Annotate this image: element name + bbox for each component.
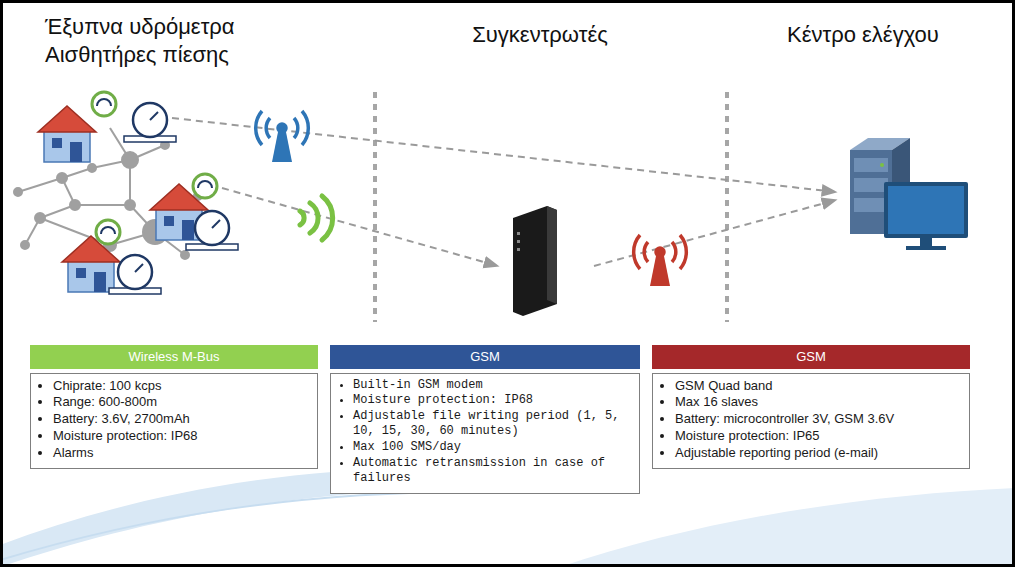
concentrator-device <box>513 206 557 316</box>
panel-header: Wireless M-Bus <box>30 345 318 369</box>
spec-list: Built-in GSM modemMoisture protection: I… <box>335 378 631 487</box>
pressure-sensor <box>92 92 116 116</box>
water-meter <box>124 103 176 142</box>
spec-item: Battery: 3.6V, 2700mAh <box>53 411 309 428</box>
divider-line <box>375 92 727 322</box>
spec-list-box: GSM Quad bandMax 16 slavesBattery: micro… <box>652 373 970 469</box>
spec-panel: GSM GSM Quad bandMax 16 slavesBattery: mi… <box>652 345 970 469</box>
pressure-sensor <box>96 220 120 244</box>
panel-header: GSM <box>652 345 970 369</box>
spec-item: Adjustable reporting period (e-mail) <box>675 445 961 462</box>
house-icon <box>38 106 96 162</box>
spec-list: GSM Quad bandMax 16 slavesBattery: micro… <box>657 378 961 462</box>
spec-item: Alarms <box>53 445 309 462</box>
spec-item: Max 16 slaves <box>675 394 961 411</box>
spec-item: Range: 600-800m <box>53 394 309 411</box>
column-heading: Έξυπνα υδρόμετρα <box>45 14 235 40</box>
spec-list: Chiprate: 100 kcpsRange: 600-800mBattery… <box>35 378 309 462</box>
spec-item: GSM Quad band <box>675 378 961 395</box>
spec-item: Moisture protection: IP68 <box>353 393 631 409</box>
column-heading: Κέντρο ελέγχου <box>787 22 939 48</box>
spec-item: Adjustable file writing period (1, 5, 10… <box>353 409 631 440</box>
monitor-icon <box>884 182 968 250</box>
spec-item: Moisture protection: IP68 <box>53 428 309 445</box>
spec-panel: GSM Built-in GSM modemMoisture protection… <box>330 345 640 494</box>
spec-item: Max 100 SMS/day <box>353 440 631 456</box>
wireless-signal <box>300 196 333 240</box>
data-flow-arrow <box>172 118 836 266</box>
antenna-icon <box>256 111 309 162</box>
spec-panel: Wireless M-BusChiprate: 100 kcpsRange: 6… <box>30 345 318 469</box>
pressure-sensor <box>193 174 217 198</box>
spec-item: Chiprate: 100 kcps <box>53 378 309 395</box>
spec-item: Moisture protection: IP65 <box>675 428 961 445</box>
spec-item: Battery: microcontroller 3V, GSM 3.6V <box>675 411 961 428</box>
spec-list-box: Chiprate: 100 kcpsRange: 600-800mBattery… <box>30 373 318 469</box>
column-heading: Αισθητήρες πίεσης <box>45 42 229 68</box>
spec-list-box: Built-in GSM modemMoisture protection: I… <box>330 373 640 494</box>
antenna-icon <box>634 235 687 286</box>
spec-item: Automatic retransmission in case of fail… <box>353 456 631 487</box>
panel-header: GSM <box>330 345 640 369</box>
water-meter <box>109 255 161 294</box>
water-meter <box>186 211 238 250</box>
column-heading: Συγκεντρωτές <box>472 22 608 48</box>
spec-item: Built-in GSM modem <box>353 378 631 394</box>
